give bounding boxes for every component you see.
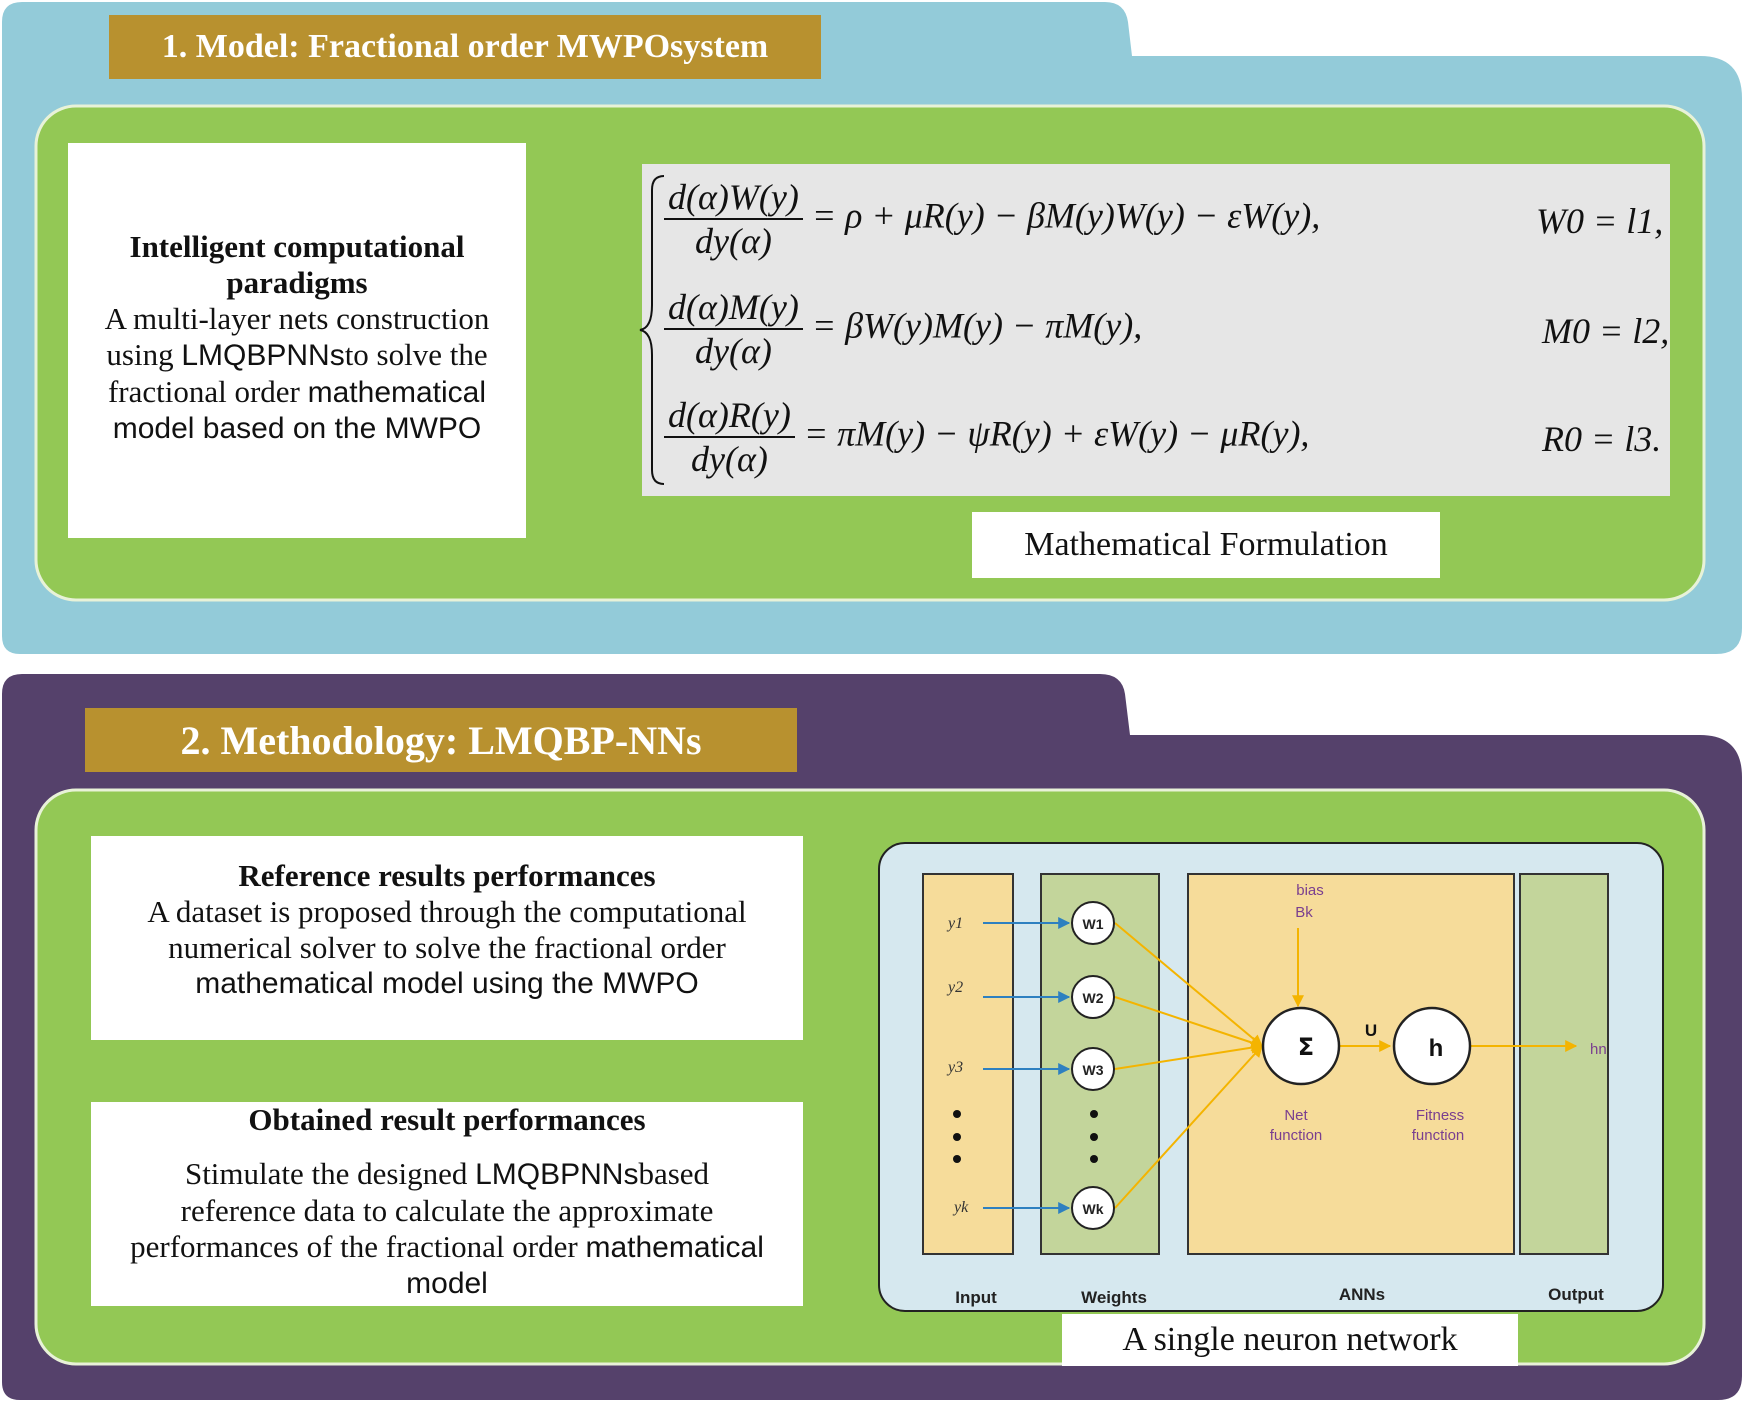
fitness-label-2: function bbox=[1412, 1127, 1465, 1144]
bias-label: bias bbox=[1296, 882, 1324, 899]
reference-heading: Reference results performances bbox=[238, 858, 656, 893]
col-output-label: Output bbox=[1548, 1285, 1604, 1304]
equation-1: d(α)W(y)dy(α) = ρ + μR(y) − βM(y)W(y) − … bbox=[664, 176, 1320, 262]
obtained-line2: reference data to calculate the approxim… bbox=[180, 1193, 714, 1228]
formulation-caption: Mathematical Formulation bbox=[972, 512, 1440, 578]
col-weights-label: Weights bbox=[1081, 1288, 1147, 1307]
input-y1: y1 bbox=[946, 915, 963, 932]
obtained-box: Obtained result performances Stimulate t… bbox=[91, 1102, 803, 1306]
fitness-label: Fitness bbox=[1416, 1107, 1464, 1124]
paradigm-line1: A multi-layer nets construction bbox=[104, 301, 490, 336]
obtained-line1a: Stimulate the designed bbox=[184, 1156, 476, 1191]
network-caption: A single neuron network bbox=[1062, 1314, 1518, 1366]
arrow-w2-sum bbox=[1114, 996, 1264, 1049]
obtained-line4: model bbox=[406, 1267, 488, 1300]
paradigm-box: Intelligent computational paradigms A mu… bbox=[68, 143, 526, 538]
arrow-w1-sum bbox=[1114, 922, 1263, 1047]
u-label: U bbox=[1365, 1021, 1377, 1040]
weight-label-w1: W1 bbox=[1083, 916, 1104, 932]
eq2-initial: M0 = l2, bbox=[1542, 311, 1670, 351]
reference-line2: numerical solver to solve the fractional… bbox=[168, 930, 726, 965]
arrow-w3-sum bbox=[1114, 1041, 1264, 1070]
obtained-heading: Obtained result performances bbox=[248, 1102, 646, 1137]
weight-label-w3: W3 bbox=[1083, 1062, 1104, 1078]
eq2-numerator: d(α)M(y) bbox=[664, 286, 803, 330]
obtained-line1b: LMQBPNNs bbox=[475, 1158, 639, 1191]
h-symbol: h bbox=[1429, 1035, 1444, 1062]
sum-node bbox=[1261, 1006, 1341, 1086]
weights-ellipsis bbox=[1090, 1110, 1098, 1163]
bias-symbol: Bk bbox=[1295, 904, 1313, 921]
output-column bbox=[1519, 873, 1609, 1255]
paradigm-line4: model based on the MWPO bbox=[112, 412, 482, 445]
eq3-initial: R0 = l3. bbox=[1542, 419, 1662, 459]
equation-3: d(α)R(y)dy(α) = πM(y) − ψR(y) + εW(y) − … bbox=[664, 394, 1309, 480]
input-y3: y3 bbox=[946, 1059, 963, 1076]
section2-title: 2. Methodology: LMQBP-NNs bbox=[85, 708, 797, 772]
eq1-denominator: dy(α) bbox=[694, 221, 772, 261]
eq2-denominator: dy(α) bbox=[694, 331, 772, 371]
paradigm-line3b: mathematical bbox=[307, 376, 487, 409]
weight-node-w3 bbox=[1071, 1047, 1115, 1091]
activation-node bbox=[1392, 1006, 1472, 1086]
weight-label-wk: Wk bbox=[1083, 1201, 1104, 1217]
weight-node-w1 bbox=[1071, 901, 1115, 945]
input-column bbox=[922, 873, 1014, 1255]
eq1-initial: W0 = l1, bbox=[1536, 201, 1664, 241]
eq3-rhs: = πM(y) − ψR(y) + εW(y) − μR(y), bbox=[803, 413, 1310, 454]
eq2-rhs: = βW(y)M(y) − πM(y), bbox=[811, 305, 1143, 346]
paradigm-line2b: LMQBPNNs bbox=[181, 339, 345, 372]
arrow-wk-sum bbox=[1114, 1045, 1263, 1209]
paradigm-line3a: fractional order bbox=[107, 374, 308, 409]
net-label-2: function bbox=[1270, 1127, 1323, 1144]
input-y2: y2 bbox=[946, 979, 963, 996]
eq1-rhs: = ρ + μR(y) − βM(y)W(y) − εW(y), bbox=[811, 195, 1321, 236]
reference-line1: A dataset is proposed through the comput… bbox=[147, 894, 747, 929]
obtained-line1c: based bbox=[638, 1156, 710, 1191]
reference-line3: mathematical model using the MWPO bbox=[195, 967, 699, 1000]
paradigm-heading: Intelligent computational paradigms bbox=[129, 229, 465, 300]
col-input-label: Input bbox=[955, 1288, 997, 1307]
input-yk: yk bbox=[952, 1199, 969, 1216]
section1-title: 1. Model: Fractional order MWPOsystem bbox=[109, 15, 821, 79]
eq3-denominator: dy(α) bbox=[690, 439, 768, 479]
weight-label-w2: W2 bbox=[1083, 990, 1104, 1006]
paradigm-line2a: using bbox=[106, 337, 182, 372]
left-brace bbox=[639, 175, 665, 485]
equations-panel bbox=[642, 164, 1670, 496]
eq1-numerator: d(α)W(y) bbox=[664, 176, 803, 220]
output-label: hn bbox=[1590, 1041, 1607, 1058]
net-label: Net bbox=[1284, 1107, 1308, 1124]
obtained-line3b: mathematical bbox=[585, 1231, 764, 1264]
input-ellipsis bbox=[953, 1110, 961, 1163]
eq3-numerator: d(α)R(y) bbox=[664, 394, 795, 438]
sum-symbol: Σ bbox=[1298, 1033, 1314, 1061]
equation-2: d(α)M(y)dy(α) = βW(y)M(y) − πM(y), bbox=[664, 286, 1142, 372]
weight-node-wk bbox=[1071, 1186, 1115, 1230]
weight-node-w2 bbox=[1071, 975, 1115, 1019]
obtained-line3a: performances of the fractional order bbox=[130, 1229, 586, 1264]
paradigm-line2c: to solve the bbox=[344, 337, 488, 372]
reference-box: Reference results performances A dataset… bbox=[91, 836, 803, 1040]
col-anns-label: ANNs bbox=[1339, 1285, 1385, 1304]
